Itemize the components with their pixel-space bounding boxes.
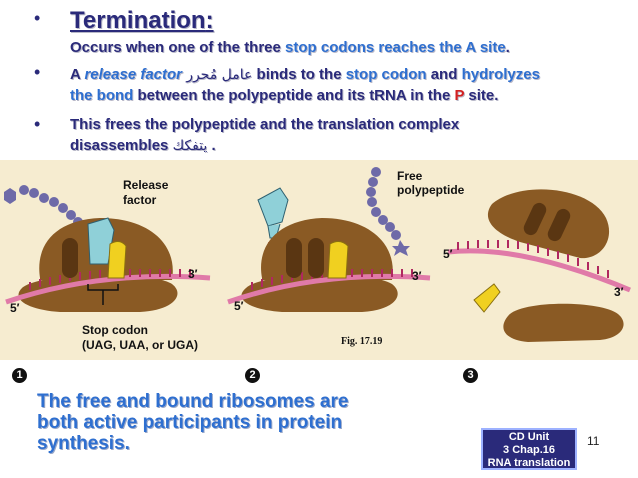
panel-3 — [447, 189, 631, 342]
ribosome-site-2b — [308, 238, 324, 278]
mrna-strand-2 — [227, 273, 431, 305]
b3-c: . — [207, 137, 216, 154]
subline-c: A site — [465, 39, 506, 56]
summary-line-1: The free and bound ribosomes are — [37, 391, 349, 412]
label-release: Release — [123, 178, 169, 192]
small-subunit-2 — [241, 274, 398, 312]
b3-arabic: يتفكك — [172, 138, 208, 154]
b3-b: disassembles — [70, 137, 173, 154]
bullet-1: • — [34, 8, 41, 28]
step-3-marker: 3 — [463, 368, 478, 383]
label-stop-codon: Stop codon — [82, 323, 148, 337]
label-free: Free — [397, 169, 423, 183]
large-subunit-3 — [487, 189, 610, 259]
ribosome-site-3b — [547, 208, 571, 242]
title-text: Termination — [70, 7, 206, 34]
small-subunit-3 — [503, 303, 624, 342]
step-2-marker: 2 — [245, 368, 260, 383]
label-5prime-3: 5′ — [443, 247, 453, 261]
panel-2 — [227, 167, 431, 312]
b2-p: P — [454, 87, 465, 104]
title-colon: : — [205, 7, 214, 34]
badge-line-3: RNA translation — [487, 457, 571, 469]
b2-hydrolyzes: hydrolyzes — [461, 66, 540, 83]
badge-line-1: CD Unit — [508, 431, 550, 443]
termination-subline: Occurs when one of the three stop codons… — [70, 39, 510, 56]
mrna-ticks-3 — [457, 240, 609, 278]
termination-diagram: Release factor Free polypeptide Stop cod… — [4, 167, 631, 352]
label-3prime-3: 3′ — [614, 285, 624, 299]
bullet-3-line-2: disassembles يتفكك . — [70, 137, 216, 154]
stop-codon-bracket-1 — [87, 284, 119, 305]
polypeptide-chain-2 — [366, 167, 410, 256]
subline-a: Occurs when one of the three — [70, 39, 286, 56]
bullet-2-line-1: A release factor عامل مُحرر binds to the… — [70, 66, 540, 83]
summary-line-3: synthesis. — [37, 433, 130, 454]
figure-reference: Fig. 17.19 — [341, 336, 382, 347]
b3-a: This frees the polypeptide and the trans… — [70, 116, 460, 133]
bullet-3: • — [34, 114, 41, 134]
summary-line-2: both active participants in protein — [37, 412, 343, 433]
b2-a: A — [70, 66, 85, 83]
bullet-2: • — [34, 62, 41, 82]
b2-e: and — [426, 66, 462, 83]
b2-j: site. — [464, 87, 499, 104]
label-polypeptide: polypeptide — [397, 183, 465, 197]
ribosome-site-1a — [62, 238, 78, 278]
mrna-strand-3 — [447, 248, 631, 293]
bullet-2-line-2: the bond between the polypeptide and its… — [70, 87, 498, 104]
b2-release-factor: release factor — [84, 66, 183, 83]
label-stop-codon-types: (UAG, UAA, or UGA) — [82, 338, 198, 352]
b2-stop-codon: stop codon — [345, 66, 427, 83]
badge-line-2: 3 Chap.16 — [503, 444, 555, 456]
slide-title: Termination: — [70, 7, 214, 35]
label-5prime-2: 5′ — [234, 299, 244, 313]
panel-1 — [4, 185, 211, 312]
label-5prime-1: 5′ — [10, 301, 20, 315]
b2-h: between the polypeptide and its tRNA in … — [133, 87, 455, 104]
page-number: 11 — [587, 434, 600, 448]
trna-2 — [327, 240, 349, 279]
subline-b: stop codons reaches the — [285, 39, 466, 56]
bullet-3-line-1: This frees the polypeptide and the trans… — [70, 116, 459, 133]
large-subunit-2 — [261, 218, 393, 280]
figure-panel: Release factor Free polypeptide Stop cod… — [0, 160, 638, 360]
trna-1 — [107, 240, 127, 279]
small-subunit-1 — [18, 274, 178, 312]
free-trna — [473, 283, 501, 313]
step-1-marker: 1 — [12, 368, 27, 383]
b2-arabic: عامل مُحرر — [186, 67, 253, 83]
label-3prime-2: 3′ — [412, 269, 422, 283]
subline-d: . — [505, 39, 510, 56]
ribosome-site-2a — [286, 238, 302, 278]
mrna-strand-1 — [5, 273, 211, 305]
label-factor: factor — [123, 193, 157, 207]
summary-text: The free and bound ribosomes are both ac… — [37, 391, 348, 454]
b2-c: binds to the — [252, 66, 346, 83]
b2-the-bond: the bond — [70, 87, 134, 104]
label-3prime-1: 3′ — [188, 267, 198, 281]
unit-badge: CD Unit 3 Chap.16 RNA translation — [481, 428, 577, 470]
ribosome-site-3a — [523, 202, 547, 236]
